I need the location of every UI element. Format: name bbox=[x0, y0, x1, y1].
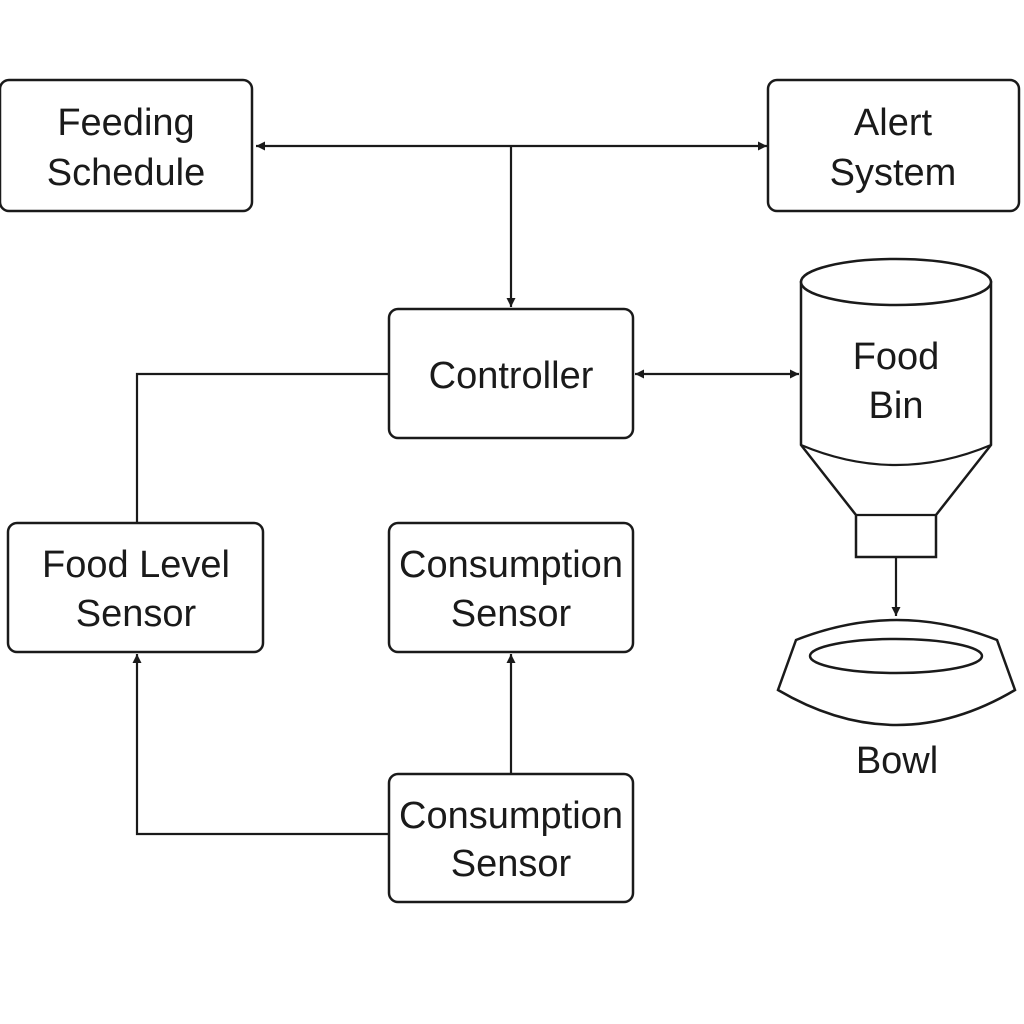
edge-consumption-foodlevel bbox=[132, 654, 388, 836]
feeding-schedule-node: Feeding Schedule bbox=[0, 78, 254, 213]
feeding-schedule-line2: Schedule bbox=[47, 152, 205, 194]
edge-controller-foodlevel bbox=[135, 372, 388, 522]
food-level-sensor-line1: Food Level bbox=[42, 544, 230, 586]
bowl-node: Bowl bbox=[776, 618, 1017, 782]
alert-system-node: Alert System bbox=[766, 78, 1021, 213]
consumption-sensor-top-line1: Consumption bbox=[399, 544, 623, 586]
bowl-label: Bowl bbox=[856, 740, 938, 782]
food-level-sensor-line2: Sensor bbox=[76, 593, 197, 635]
consumption-sensor-bottom-node: Consumption Sensor bbox=[387, 772, 635, 904]
food-bin-node: Food Bin bbox=[799, 257, 993, 559]
feeding-schedule-line1: Feeding bbox=[57, 102, 194, 144]
alert-system-line2: System bbox=[830, 152, 957, 194]
food-bin-line1: Food bbox=[853, 336, 940, 378]
consumption-sensor-top-node: Consumption Sensor bbox=[387, 521, 635, 654]
alert-system-line1: Alert bbox=[854, 102, 933, 144]
connectors bbox=[132, 141, 901, 836]
food-level-sensor-node: Food Level Sensor bbox=[6, 521, 265, 654]
consumption-sensor-bottom-line1: Consumption bbox=[399, 795, 623, 837]
food-bin-line2: Bin bbox=[869, 385, 924, 427]
food-bin-hopper bbox=[799, 280, 993, 559]
consumption-sensor-bottom-line2: Sensor bbox=[451, 843, 572, 885]
controller-label: Controller bbox=[429, 355, 594, 397]
consumption-sensor-top-line2: Sensor bbox=[451, 593, 572, 635]
controller-node: Controller bbox=[387, 307, 635, 440]
